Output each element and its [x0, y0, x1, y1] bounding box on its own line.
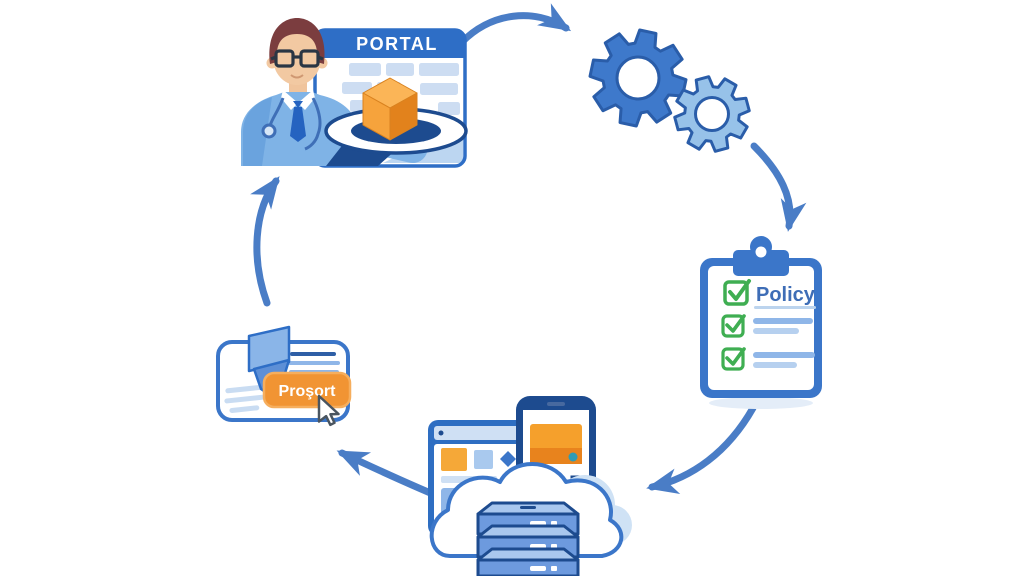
checklist-row: Policy	[723, 279, 816, 309]
text-line	[290, 352, 336, 356]
doctor-tie	[293, 101, 303, 108]
arrow-policy-to-devices	[646, 404, 757, 494]
document-text-lines	[288, 352, 340, 374]
arrow-portal-to-gears	[458, 3, 572, 46]
doctor-hair	[269, 18, 325, 64]
portal-title: PORTAL	[356, 34, 438, 54]
stethoscope-icon	[261, 97, 322, 151]
checkbox-checked-icon	[723, 280, 749, 306]
portal-header-bar	[315, 30, 465, 58]
policy-title: Policy	[756, 284, 816, 306]
arrow-gears-to-policy	[750, 142, 807, 232]
portal-node: PORTAL	[241, 18, 468, 168]
diamond-icon	[500, 451, 516, 467]
glasses-icon	[270, 49, 324, 68]
text-line	[753, 318, 813, 324]
server-unit	[476, 547, 580, 576]
action-button[interactable]: Proşort	[262, 371, 352, 409]
server-stack-icon	[476, 501, 580, 576]
text-line	[288, 361, 340, 365]
devices-node	[428, 396, 632, 576]
package-cube-icon	[362, 77, 418, 141]
gear-small-icon	[660, 62, 764, 166]
gears-node	[580, 20, 764, 166]
policy-clipboard-node: Policy	[700, 236, 822, 409]
gear-large-icon	[580, 20, 696, 136]
doctor-mouth	[290, 74, 304, 79]
checkbox-checked-icon	[721, 314, 745, 338]
checklist-row	[721, 347, 815, 371]
text-line	[753, 362, 797, 368]
text-line	[753, 328, 799, 334]
clipboard-icon	[700, 236, 822, 398]
checklist-row	[721, 314, 813, 338]
credit-card-icon	[530, 424, 582, 464]
document-card-node: Proşort	[216, 325, 352, 427]
document-light-lines	[224, 384, 273, 413]
arrow-document-to-portal	[250, 176, 280, 307]
doctor-tie-blade	[290, 107, 306, 142]
clipboard-shadow	[709, 397, 813, 409]
doctor-coat-shade	[243, 97, 272, 166]
cursor-pointer-icon	[317, 394, 340, 427]
action-button-label: Proşort	[279, 383, 337, 400]
checkbox-checked-icon	[721, 347, 745, 371]
text-line	[753, 352, 815, 358]
